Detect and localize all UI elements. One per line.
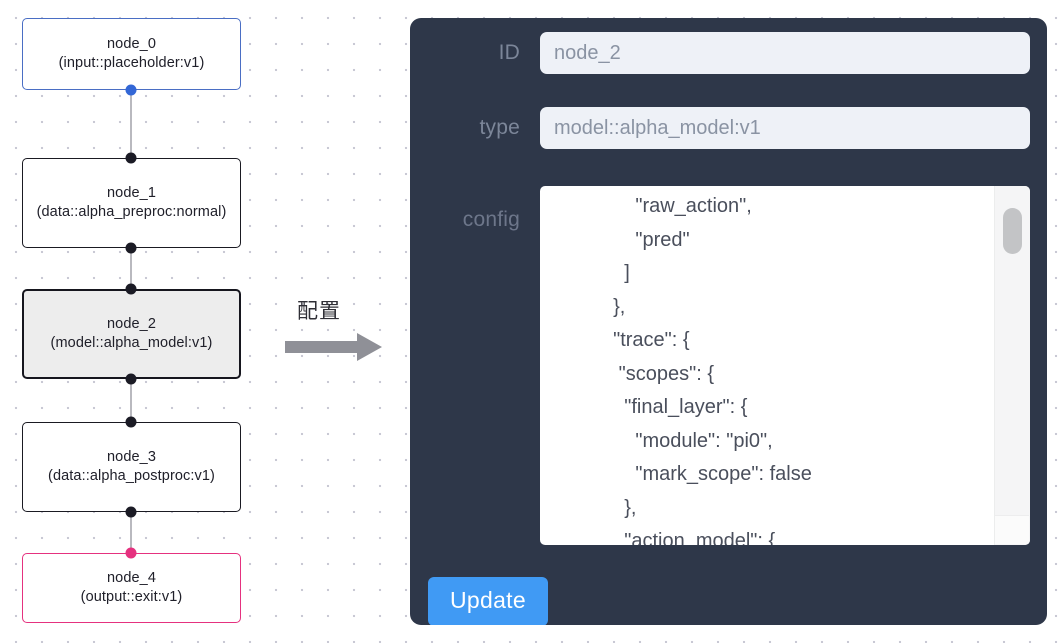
config-textarea-content: "raw_action", "pred" ] }, "trace": { "sc… — [613, 195, 812, 545]
type-input[interactable] — [540, 107, 1030, 149]
graph-node-node_1[interactable]: node_1 (data::alpha_preproc:normal) — [22, 158, 241, 248]
graph-node-node_3[interactable]: node_3 (data::alpha_postproc:v1) — [22, 422, 241, 512]
node-inspector-panel: ID type config "raw_action", "pred" ] },… — [410, 18, 1047, 625]
type-field-label: type — [479, 116, 520, 139]
graph-edge-node_2-to-node_3[interactable] — [130, 379, 132, 422]
graph-node-label: node_2 (model::alpha_model:v1) — [50, 315, 213, 352]
config-scrollbar-track[interactable] — [994, 186, 1030, 545]
node-handle-source-node_1[interactable] — [125, 242, 137, 254]
config-textarea[interactable]: "raw_action", "pred" ] }, "trace": { "sc… — [540, 186, 1030, 545]
node-handle-target-node_1[interactable] — [125, 152, 137, 164]
config-scrollbar-thumb[interactable] — [1003, 208, 1022, 254]
node-handle-source-node_2[interactable] — [125, 373, 137, 385]
graph-node-label: node_3 (data::alpha_postproc:v1) — [48, 448, 215, 485]
graph-node-node_4[interactable]: node_4 (output::exit:v1) — [22, 553, 241, 623]
graph-edge-node_1-to-node_2[interactable] — [130, 248, 132, 289]
node-graph[interactable]: node_0 (input::placeholder:v1)node_1 (da… — [0, 0, 400, 643]
configure-arrow-group: 配置 — [283, 295, 393, 365]
graph-node-node_2[interactable]: node_2 (model::alpha_model:v1) — [22, 289, 241, 379]
node-handle-target-node_4[interactable] — [125, 547, 137, 559]
node-handle-source-node_3[interactable] — [125, 506, 137, 518]
node-handle-source-node_0[interactable] — [125, 84, 137, 96]
graph-node-label: node_4 (output::exit:v1) — [80, 569, 183, 606]
graph-node-label: node_0 (input::placeholder:v1) — [58, 35, 205, 72]
id-field-label: ID — [498, 41, 520, 64]
config-field-label: config — [462, 208, 520, 231]
graph-node-label: node_1 (data::alpha_preproc:normal) — [36, 184, 227, 221]
node-handle-target-node_3[interactable] — [125, 416, 137, 428]
right-arrow-icon — [285, 333, 382, 361]
graph-node-node_0[interactable]: node_0 (input::placeholder:v1) — [22, 18, 241, 90]
graph-edge-node_3-to-node_4[interactable] — [130, 512, 132, 553]
node-handle-target-node_2[interactable] — [125, 283, 137, 295]
configure-arrow-label: 配置 — [297, 299, 341, 323]
id-field-row: ID — [410, 32, 1047, 74]
type-field-row: type — [410, 107, 1047, 149]
update-button[interactable]: Update — [428, 577, 548, 625]
id-input[interactable] — [540, 32, 1030, 74]
config-resize-handle[interactable] — [995, 515, 1029, 544]
graph-edge-node_0-to-node_1[interactable] — [130, 90, 132, 158]
